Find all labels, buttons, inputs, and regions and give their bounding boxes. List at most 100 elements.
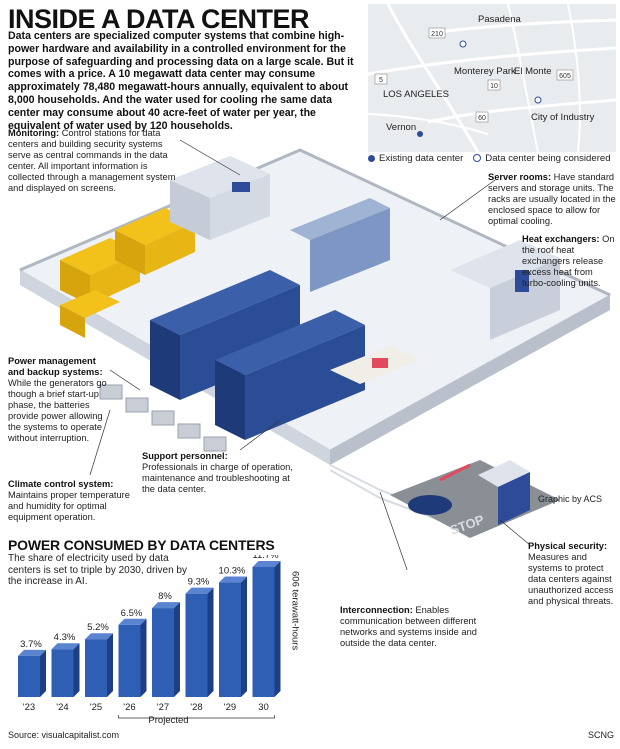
last-bar-annotation: 606 terawatt-hours [290,571,301,650]
shield-label: 210 [431,31,443,38]
bar-face [118,624,141,697]
existing-data-center-marker [417,131,423,137]
legend-considered-label: Data center being considered [485,153,611,164]
hollow-dot-icon [473,154,482,163]
callout-heat-exchangers-text: On the roof heat exchangers release exce… [522,234,615,288]
callout-support: Support personnel:Professionals in charg… [142,451,294,495]
callout-interconnection: Interconnection: Enables communication b… [340,605,506,649]
bar-value-label: 5.2% [87,622,109,633]
intro-paragraph: Data centers are specialized computer sy… [8,30,354,132]
highway-shield-60: 60 [475,111,489,123]
callout-climate-text: Maintains proper temperature and humidit… [8,490,130,522]
bar-value-label: 11.7% [252,555,279,561]
bar-top [152,602,180,609]
callout-power-title: Power management and backup systems: [8,356,103,377]
bar-value-label: 3.7% [20,639,42,650]
bar-top [51,643,80,650]
callout-support-text: Professionals in charge of operation, ma… [142,462,293,494]
legend-existing: Existing data center [368,153,463,164]
callout-power-text: While the generators go though a brief s… [8,378,107,443]
map-legend: Existing data center Data center being c… [368,153,611,164]
security-gate: STOP [390,460,560,538]
graphic-credit: Graphic by ACS [538,494,603,504]
callout-heat-exchangers-title: Heat exchangers: [522,234,600,244]
callout-monitoring: Monitoring: Control stations for data ce… [8,128,184,194]
bar-3 [118,618,147,697]
callout-physical-title: Physical security: [528,541,608,551]
callout-climate: Climate control system:Maintains proper … [8,479,132,523]
bar-side [140,618,147,697]
support-office [330,346,420,384]
place-los-angeles: LOS ANGELES [383,89,449,100]
place-pasadena: Pasadena [478,14,522,25]
place-vernon: Vernon [386,122,416,133]
heat-exchanger-room [450,240,560,340]
bar-2 [85,633,113,697]
bar-category-label: '29 [224,702,236,713]
callout-server-rooms-title: Server rooms: [488,172,552,182]
bar-side [241,576,247,697]
callout-server-rooms-text: Have standard servers and storage units.… [488,172,616,226]
bar-5 [185,587,214,697]
shield-label: 5 [379,77,383,84]
callout-support-title: Support personnel: [142,451,228,461]
bar-4 [152,602,180,697]
callout-climate-title: Climate control system: [8,479,114,489]
chart-title: POWER CONSUMED BY DATA CENTERS [8,537,275,553]
server-racks [150,198,390,440]
monitoring-room [170,156,270,240]
callout-interconnection-title: Interconnection: [340,605,413,615]
place-monterey-park: Monterey Park [454,66,516,77]
bar-face [219,582,241,697]
bar-value-label: 8% [158,591,172,602]
bar-0 [18,649,46,697]
highway-shield-605: 605 [556,69,574,81]
bar-top [219,576,247,583]
bar-value-label: 6.5% [121,608,143,619]
bar-side [107,633,113,697]
legend-existing-label: Existing data center [379,153,464,164]
data-center-illustration: STOP [18,139,612,570]
callout-heat-exchangers: Heat exchangers: On the roof heat exchan… [522,234,618,289]
map-graphic: 210 5 10 605 60 Pasadena LOS ANGELES Mon… [368,4,616,152]
callout-physical: Physical security:Measures and systems t… [528,541,620,607]
shield-label: 10 [490,83,498,90]
bar-face [152,608,174,697]
bar-top [252,561,281,567]
bar-category-label: '24 [56,702,68,713]
bar-face [18,655,40,697]
climate-units [99,384,227,452]
bar-7 [252,561,281,697]
place-city-of-industry: City of Industry [531,112,595,123]
bar-top [18,649,46,656]
power-consumption-bar-chart: 3.7%'234.3%'245.2%'256.5%'268%'279.3%'28… [18,555,301,725]
chart-subtitle: The share of electricity used by data ce… [8,553,187,588]
source-note: Source: visualcapitalist.com [8,730,120,740]
bar-value-label: 9.3% [188,577,210,588]
callout-server-rooms: Server rooms: Have standard servers and … [488,172,616,227]
bar-side [73,643,80,697]
page-title: INSIDE A DATA CENTER [8,4,310,34]
callout-physical-text: Measures and systems to protect data cen… [528,552,614,606]
highway-shield-210: 210 [428,27,446,39]
bar-top [185,587,214,594]
la-map: 210 5 10 605 60 Pasadena LOS ANGELES Mon… [368,4,616,152]
considered-data-center-marker [459,40,467,48]
bar-value-label: 10.3% [219,566,246,577]
bar-top [85,633,113,640]
bar-side [174,602,180,697]
bar-1 [51,643,80,697]
callout-interconnection-text: Enables communication between different … [340,605,477,648]
projected-label: Projected [148,715,188,725]
highway-shield-5: 5 [374,73,388,85]
bar-category-label: '25 [90,702,102,713]
projected-bracket [118,715,275,719]
bar-category-label: '28 [190,702,202,713]
bar-side [207,587,214,697]
bar-category-label: '27 [157,702,169,713]
legend-considered: Data center being considered [473,153,611,164]
bar-face [51,649,74,697]
callout-power: Power management and backup systems:Whil… [8,356,112,444]
bar-category-label: '23 [23,702,35,713]
bar-category-label: 30 [258,702,269,713]
